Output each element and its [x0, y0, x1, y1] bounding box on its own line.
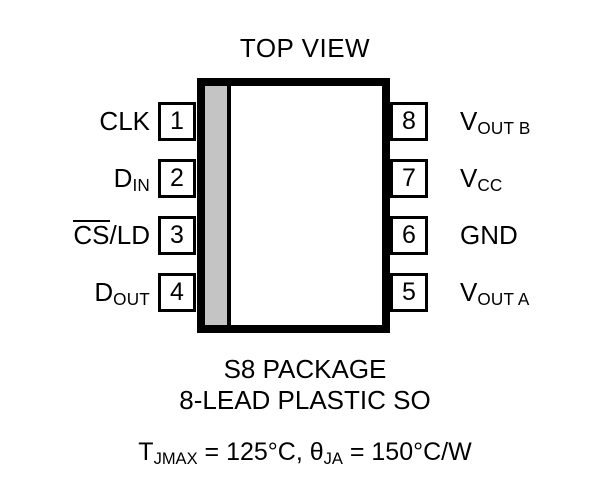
pin-label-dout: DOUT — [94, 277, 150, 309]
package-body-outline — [197, 78, 390, 333]
pin-label-gnd: GND — [460, 220, 518, 250]
pin1-marker-stripe — [205, 86, 227, 325]
pin-label-din: DIN — [113, 163, 150, 195]
pin-box-5: 5 — [390, 273, 428, 312]
pin-box-3: 3 — [158, 216, 196, 255]
pin-label-vcc: VCC — [460, 163, 503, 195]
pin-box-2: 2 — [158, 159, 196, 198]
pin-box-7: 7 — [390, 159, 428, 198]
pin1-marker-edge-line — [227, 86, 231, 325]
pin-box-4: 4 — [158, 273, 196, 312]
pin-label-vout-a: VOUT A — [460, 277, 530, 309]
pin-label-cs-ld: CS/LD — [73, 220, 150, 250]
package-desc-caption: 8-LEAD PLASTIC SO — [179, 385, 431, 415]
pin-label-vout-b: VOUT B — [460, 106, 531, 138]
pin-box-1: 1 — [158, 102, 196, 141]
thermal-spec-caption: TJMAX = 125°C, θJA = 150°C/W — [138, 438, 472, 468]
page-title: TOP VIEW — [239, 33, 371, 63]
pin-box-8: 8 — [390, 102, 428, 141]
pin-box-6: 6 — [390, 216, 428, 255]
pin-label-clk: CLK — [99, 106, 150, 136]
package-name-caption: S8 PACKAGE — [223, 354, 387, 384]
